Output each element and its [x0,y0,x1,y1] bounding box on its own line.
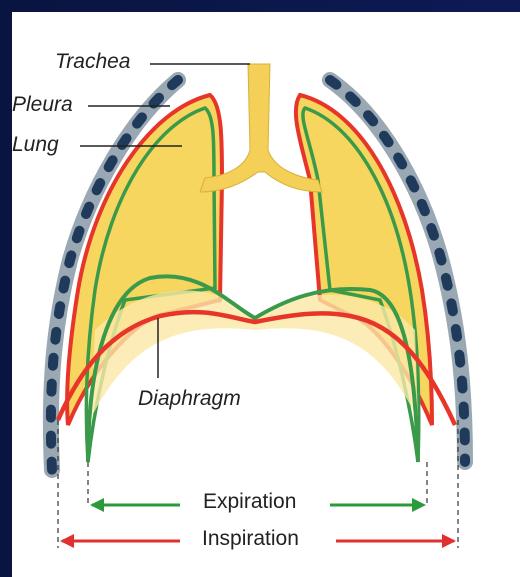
diaphragm-label: Diaphragm [138,387,241,411]
pleura-label: Pleura [12,93,73,117]
inspiration-label: Inspiration [202,527,299,551]
expiration-label: Expiration [203,490,296,514]
trachea-label: Trachea [55,50,130,74]
left-pleura [67,95,222,425]
lung-label: Lung [12,133,59,157]
